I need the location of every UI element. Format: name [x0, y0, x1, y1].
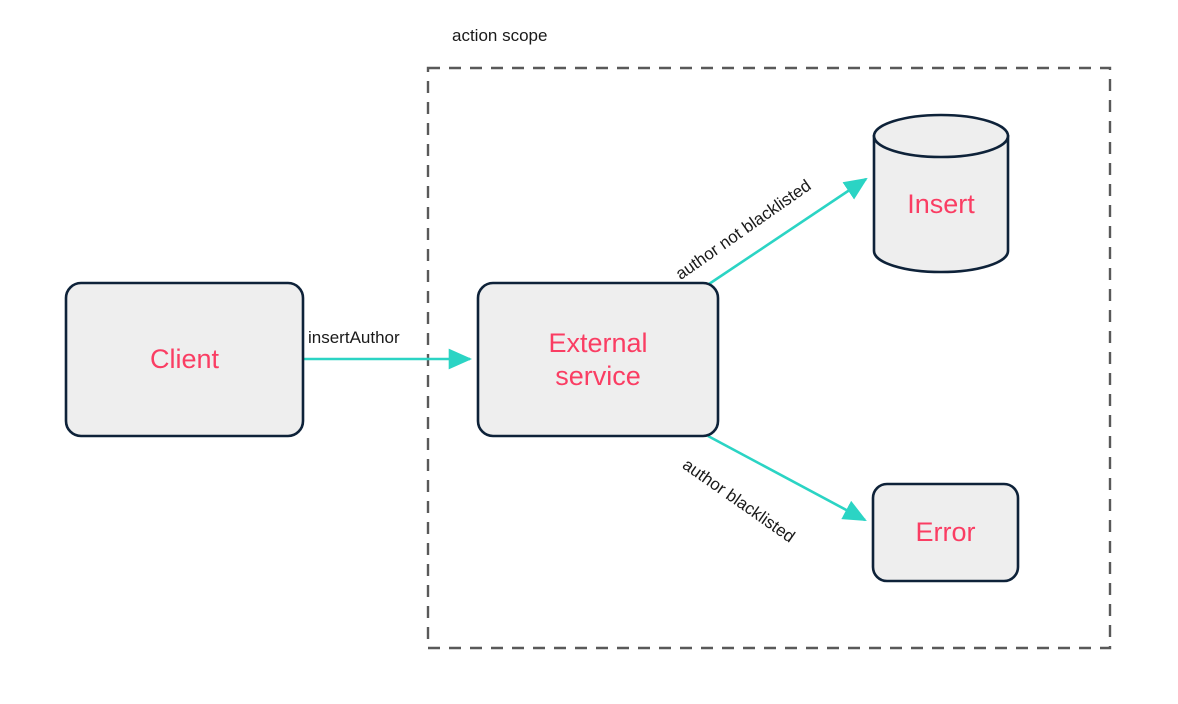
node-error-shape[interactable]: [871, 482, 1020, 583]
edge-external-service-to-error: [707, 434, 867, 522]
node-external-service-shape[interactable]: [476, 281, 720, 438]
node-client-shape[interactable]: [64, 281, 305, 438]
edge-label-insert-author: insertAuthor: [308, 328, 400, 347]
node-insert-shape[interactable]: [872, 113, 1010, 274]
action-scope-label: action scope: [452, 26, 548, 45]
edge-external-service-to-insert: [705, 177, 868, 288]
